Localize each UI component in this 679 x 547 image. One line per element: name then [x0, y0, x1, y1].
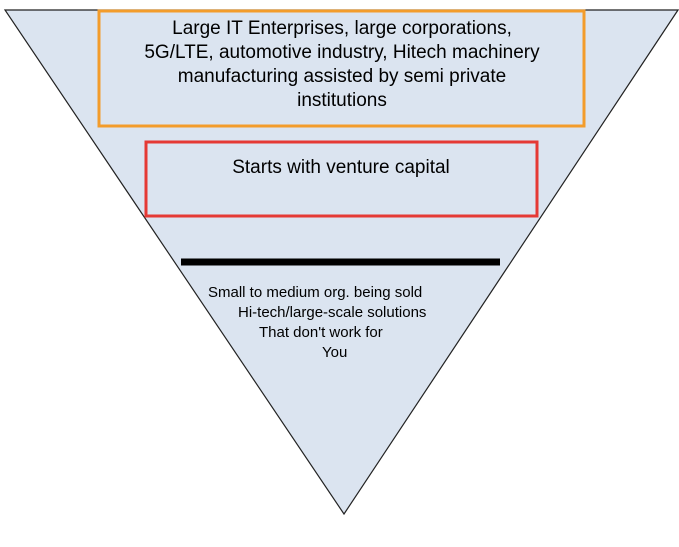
top-box-line-3: manufacturing assisted by semi private [177, 66, 507, 87]
top-box-line-1: Large IT Enterprises, large corporations… [172, 18, 512, 39]
bottom-text-line-1: Small to medium org. being sold [208, 284, 423, 301]
bottom-text-line-4: You [322, 344, 348, 361]
top-box-text: Large IT Enterprises, large corporations… [102, 17, 582, 113]
venture-capital-label: Starts with venture capital [232, 157, 450, 178]
top-box [97, 9, 586, 128]
bottom-text-line-2: Hi-tech/large-scale solutions [238, 304, 427, 321]
top-box-line-4: institutions [297, 90, 387, 111]
top-box-line-2: 5G/LTE, automotive industry, Hitech mach… [144, 42, 540, 63]
bottom-text-line-3: That don't work for [259, 324, 383, 341]
venture-capital-box [144, 140, 539, 218]
